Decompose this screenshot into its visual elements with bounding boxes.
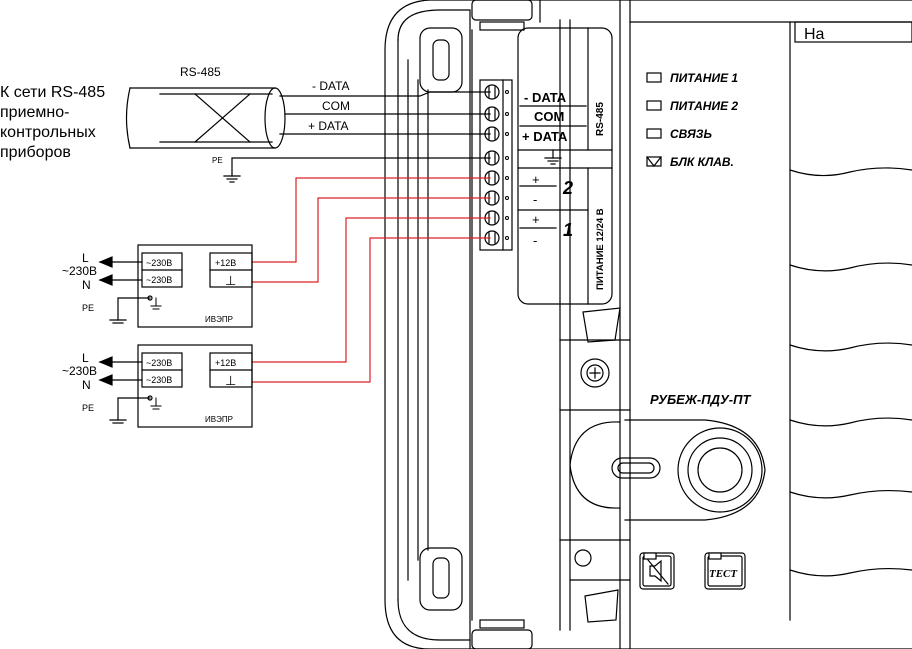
rs485-label-plus-data: + DATA bbox=[522, 129, 568, 144]
psu1-in-bottom: ~230В bbox=[146, 275, 172, 285]
mute-button[interactable] bbox=[639, 552, 675, 590]
wire-label-com: COM bbox=[322, 99, 350, 113]
terminal-block bbox=[479, 79, 513, 251]
terminal-screw bbox=[484, 190, 509, 206]
psu2-voltage: ~230В bbox=[62, 364, 97, 378]
psu2-out-bottom: ⊥ bbox=[225, 373, 236, 388]
psu2-N: N bbox=[82, 378, 91, 392]
indicator-panel bbox=[646, 72, 662, 167]
test-button[interactable] bbox=[704, 552, 746, 590]
psu-unit-2 bbox=[98, 344, 253, 428]
psu1-ground-icon bbox=[150, 297, 162, 310]
wire-label-plus-data: + DATA bbox=[308, 119, 349, 133]
indicator-power-1: ПИТАНИЕ 1 bbox=[670, 71, 738, 85]
terminal-screw bbox=[484, 170, 509, 186]
power-wires bbox=[251, 177, 491, 383]
device-model: РУБЕЖ-ПДУ-ПТ bbox=[650, 392, 751, 407]
input-2-plus: + bbox=[532, 172, 540, 187]
terminal-screws bbox=[484, 84, 509, 246]
ground-icon bbox=[544, 149, 562, 165]
rs485-wires bbox=[223, 91, 491, 183]
rs485-cable bbox=[125, 87, 286, 149]
rs485-title: RS-485 bbox=[595, 102, 606, 136]
mute-icon bbox=[647, 559, 669, 585]
cable-caption-4: приборов bbox=[0, 144, 71, 161]
power-title: ПИТАНИЕ 12/24 В bbox=[595, 208, 606, 290]
cable-caption-3: контрольных bbox=[0, 124, 96, 141]
psu2-out-top: +12В bbox=[215, 358, 236, 368]
panel-label: На bbox=[804, 26, 825, 43]
terminal-screw bbox=[484, 126, 509, 142]
input-1-minus: - bbox=[533, 233, 537, 248]
cable-caption-1: К сети RS-485 bbox=[0, 84, 105, 101]
input-1-number: 1 bbox=[563, 220, 573, 240]
psu2-pe: PE bbox=[82, 403, 94, 413]
psu1-voltage: ~230В bbox=[62, 264, 97, 278]
pe-label-network: PE bbox=[212, 156, 223, 165]
terminal-screw bbox=[484, 84, 509, 100]
terminal-screw bbox=[484, 150, 509, 166]
psu2-ground-icon bbox=[150, 397, 162, 410]
psu1-in-top: ~230В bbox=[146, 258, 172, 268]
psu1-out-top: +12В bbox=[215, 258, 236, 268]
psu2-in-bottom: ~230В bbox=[146, 375, 172, 385]
input-2-number: 2 bbox=[562, 178, 573, 198]
psu1-pe: PE bbox=[82, 303, 94, 313]
cable-caption-2: приемно- bbox=[0, 104, 69, 121]
device-housing bbox=[384, 0, 912, 649]
lock-icon bbox=[611, 419, 766, 521]
indicator-power-2: ПИТАНИЕ 2 bbox=[670, 99, 738, 113]
psu1-name: ИВЭПР bbox=[205, 315, 233, 324]
cable-label: RS-485 bbox=[180, 65, 221, 79]
indicator-link: СВЯЗЬ bbox=[670, 127, 712, 141]
psu2-name: ИВЭПР bbox=[205, 415, 233, 424]
input-2-minus: - bbox=[533, 192, 537, 207]
input-1-plus: + bbox=[532, 212, 540, 227]
indicator-kbd-lock: БЛК КЛАВ. bbox=[670, 155, 734, 169]
test-button-label: ТЕСТ bbox=[709, 568, 738, 580]
rs485-label-com: COM bbox=[534, 109, 564, 124]
psu1-out-bottom: ⊥ bbox=[225, 273, 236, 288]
wire-label-minus-data: - DATA bbox=[312, 79, 350, 93]
psu2-in-top: ~230В bbox=[146, 358, 172, 368]
psu1-L: L bbox=[82, 251, 89, 265]
terminal-label-frame bbox=[517, 27, 613, 305]
psu1-N: N bbox=[82, 278, 91, 292]
psu-unit-1 bbox=[98, 244, 253, 328]
rs485-label-minus-data: - DATA bbox=[524, 90, 567, 105]
psu2-L: L bbox=[82, 351, 89, 365]
